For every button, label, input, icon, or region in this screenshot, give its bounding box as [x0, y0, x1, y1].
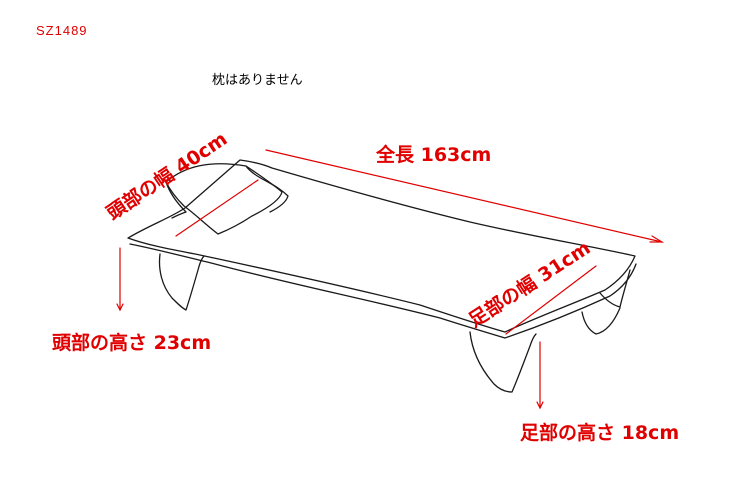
- product-code: SZ1489: [36, 23, 88, 38]
- foot-height-label: 足部の高さ 18cm: [520, 422, 680, 444]
- cushion: [165, 163, 283, 235]
- foot-height-arrowhead: [536, 401, 544, 410]
- foot-width-line: [505, 265, 597, 335]
- mattress-outline: [127, 159, 636, 333]
- mattress-side: [129, 243, 637, 339]
- head-height-label: 頭部の高さ 23cm: [52, 332, 212, 354]
- cushion-fold: [165, 181, 187, 219]
- cushion-edge: [245, 165, 289, 213]
- total-length-arrowhead: [649, 235, 665, 243]
- head-height-arrowhead: [116, 303, 124, 312]
- head-leg: [158, 253, 205, 311]
- total-length-arrow: [265, 149, 663, 243]
- foot-leg-front: [469, 331, 537, 393]
- total-length-label: 全長 163cm: [376, 144, 492, 166]
- mattress-side-right: [599, 269, 631, 308]
- pillow-note: 枕はありません: [212, 73, 303, 88]
- foot-leg-back: [581, 307, 621, 335]
- head-width-line: [175, 179, 259, 237]
